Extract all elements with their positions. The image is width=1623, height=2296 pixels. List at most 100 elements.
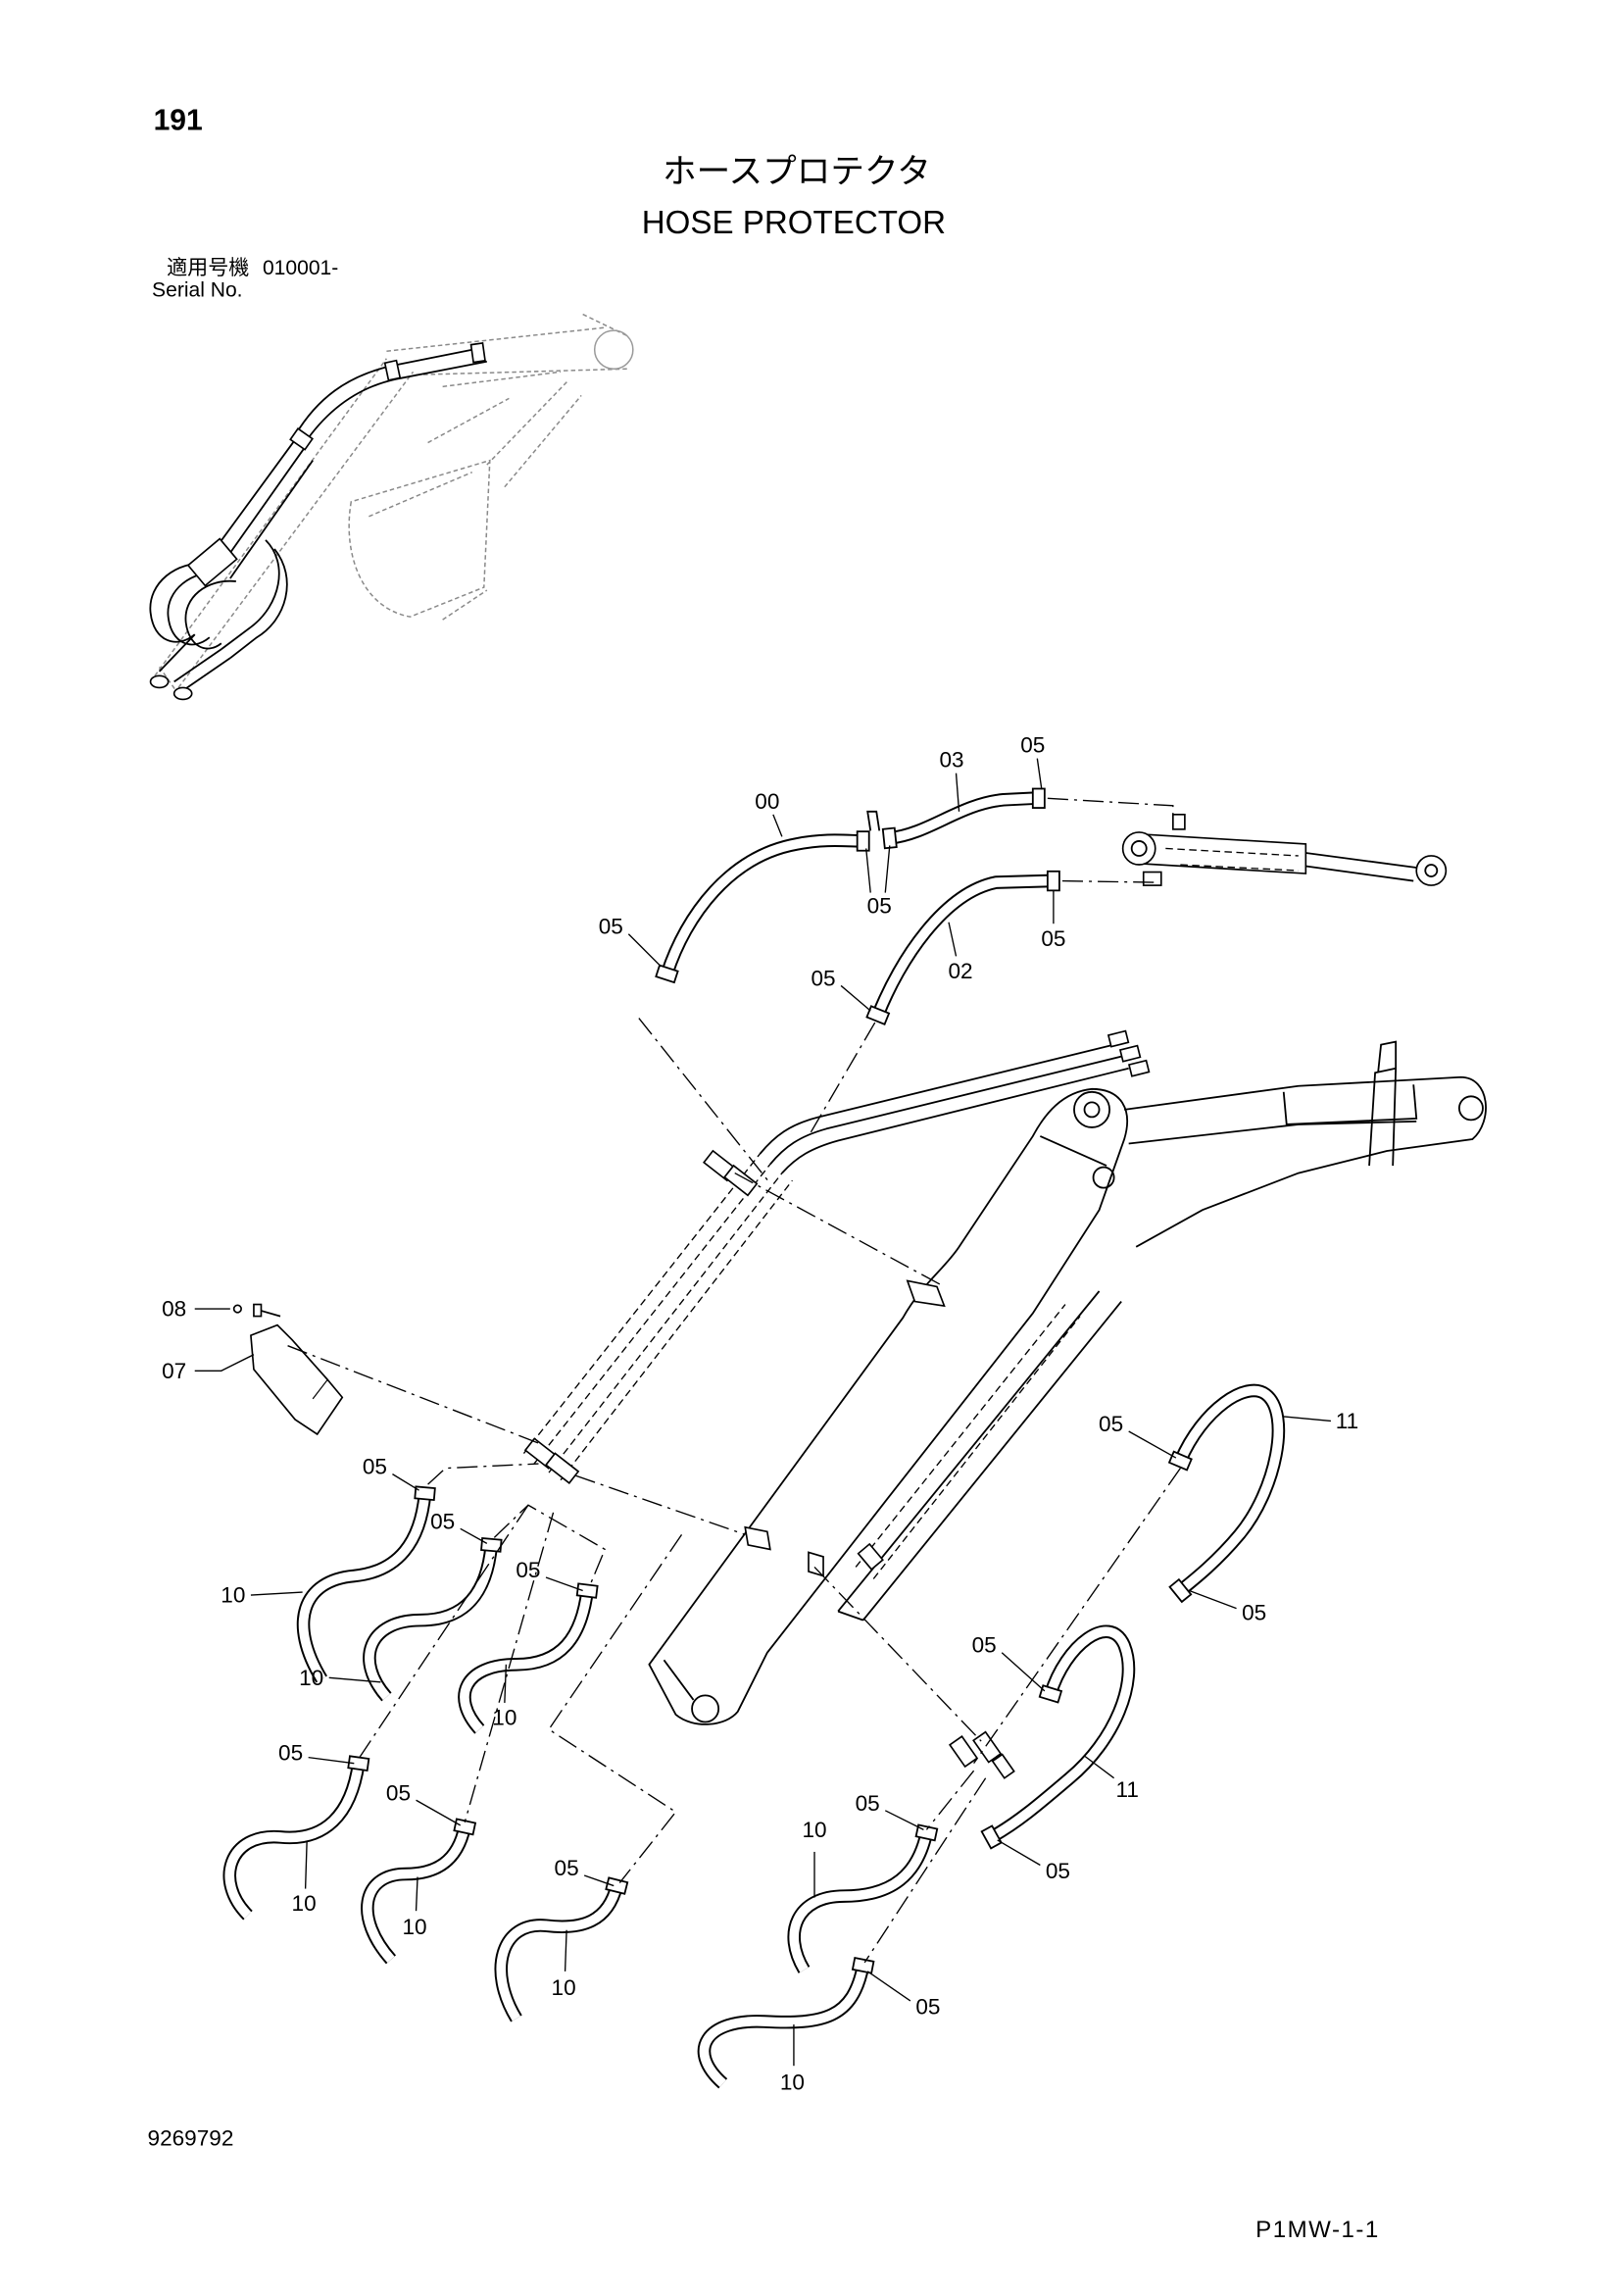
hose-10 (794, 1823, 939, 1970)
thumb-fitting (172, 686, 193, 701)
callout-label: 05 (1099, 1412, 1123, 1436)
leader-line (1036, 758, 1043, 790)
thumbnail-overview (149, 313, 634, 701)
thumb-boom (386, 313, 629, 388)
hose-11 (980, 1631, 1129, 1850)
clamp-05 (414, 1485, 436, 1502)
thumb-fitting (149, 674, 170, 689)
bucket-pin-boss (691, 1694, 720, 1723)
chain-line (813, 1566, 982, 1742)
leader-line (884, 1810, 924, 1830)
fitting (948, 1735, 979, 1769)
hose-10 (704, 1957, 875, 2083)
callout-labels: 05 03 00 05 05 05 02 05 08 07 05 05 11 0… (162, 733, 1358, 2095)
arm-assembly (522, 1029, 1487, 1725)
hose-body (465, 1591, 587, 1729)
thumb-clamp (383, 359, 402, 381)
leader-line (1128, 1430, 1177, 1459)
pipe-end-fitting (1118, 1044, 1142, 1063)
leader-line (564, 1929, 567, 1972)
clamp-05 (1168, 1577, 1193, 1604)
thumb-fitting-block (186, 537, 238, 587)
assembly-chain-lines (287, 797, 1181, 1964)
hose-11 (1167, 1390, 1278, 1604)
callout-label: 10 (221, 1583, 245, 1608)
leader-line (1001, 1652, 1046, 1692)
bolt-shank (259, 1309, 281, 1318)
leader-line (304, 1841, 308, 1889)
hose-body (368, 1826, 465, 1959)
arm-cylinder-fitting (857, 1542, 884, 1571)
boom-bracket (1368, 1040, 1398, 1167)
leader-line (1189, 1589, 1237, 1610)
callout-label: 03 (939, 748, 963, 773)
thumb-bucket (348, 459, 491, 618)
clamp-05 (575, 1582, 599, 1599)
hose-03 (881, 787, 1046, 850)
hose-00 (655, 810, 881, 984)
callout-label: 10 (292, 1891, 317, 1916)
protector-plate (250, 1323, 344, 1436)
arm-pipes-lower (522, 1153, 793, 1481)
callout-label: 10 (299, 1666, 323, 1690)
page-number: 191 (154, 104, 203, 136)
callout-label: 05 (386, 1780, 411, 1805)
callout-label: 05 (599, 915, 623, 939)
clamp-05 (1038, 1684, 1063, 1704)
hose-body (878, 881, 1048, 1016)
cylinder-hidden (1165, 847, 1299, 872)
protector-07 (250, 1323, 344, 1436)
leader-line (1283, 1416, 1331, 1423)
leader-line (840, 984, 871, 1012)
arm-cylinder-hidden (855, 1304, 1081, 1579)
thumb-hose-loops (149, 539, 288, 660)
bucket-cylinder (1121, 814, 1448, 886)
callout-label: 10 (492, 1706, 516, 1730)
arm-hose-bracket (906, 1279, 946, 1308)
leader-line (460, 1527, 488, 1544)
hose-body (1180, 1390, 1278, 1590)
bolt-washer (253, 1303, 263, 1318)
leader-line (328, 1676, 381, 1683)
hose-body (704, 1966, 862, 2083)
chain-line (548, 1533, 683, 1883)
cylinder-rod (1305, 852, 1417, 882)
clamp-05 (655, 964, 679, 984)
callout-label: 07 (162, 1359, 186, 1383)
chain-line (287, 1345, 539, 1444)
pipe-end-fitting (1107, 1029, 1130, 1048)
boom-foot-pin (1457, 1095, 1484, 1122)
callout-label: 11 (1115, 1777, 1138, 1802)
callout-label: 05 (1046, 1859, 1070, 1883)
leader-line (416, 1799, 462, 1826)
cylinder-port (1172, 814, 1186, 830)
arm-end-plate (663, 1135, 1107, 1701)
chain-line (925, 1770, 975, 1830)
callout-label: 05 (915, 1995, 940, 2020)
callout-label: 05 (430, 1509, 455, 1533)
cylinder-port (1142, 871, 1162, 886)
hose-fittings (948, 1730, 1015, 1779)
thumb-clamp (469, 342, 486, 364)
arm-pin-boss (1073, 1090, 1111, 1128)
chain-line (464, 1512, 555, 1823)
callout-label: 05 (1041, 926, 1065, 951)
pipe-clamp (723, 1164, 759, 1197)
clamp-05 (851, 1957, 875, 1974)
cylinder-head-pin (1130, 840, 1148, 857)
boom-inner-line (1128, 1121, 1417, 1145)
clamp-05 (856, 830, 870, 852)
arm-lower-bracket (744, 1525, 771, 1551)
arm (648, 1087, 1128, 1725)
hose-10 (304, 1485, 436, 1678)
callout-label: 10 (402, 1915, 426, 1939)
pipe-fitting (544, 1452, 580, 1484)
boom-clamp-box (1282, 1084, 1418, 1125)
cylinder-rod-pin (1424, 864, 1439, 877)
hose-02 (865, 870, 1060, 1025)
chain-line (427, 1463, 539, 1485)
chain-line (493, 1504, 607, 1585)
serial-label-japanese: 適用号機 (167, 255, 249, 279)
leader-line (1084, 1755, 1115, 1779)
